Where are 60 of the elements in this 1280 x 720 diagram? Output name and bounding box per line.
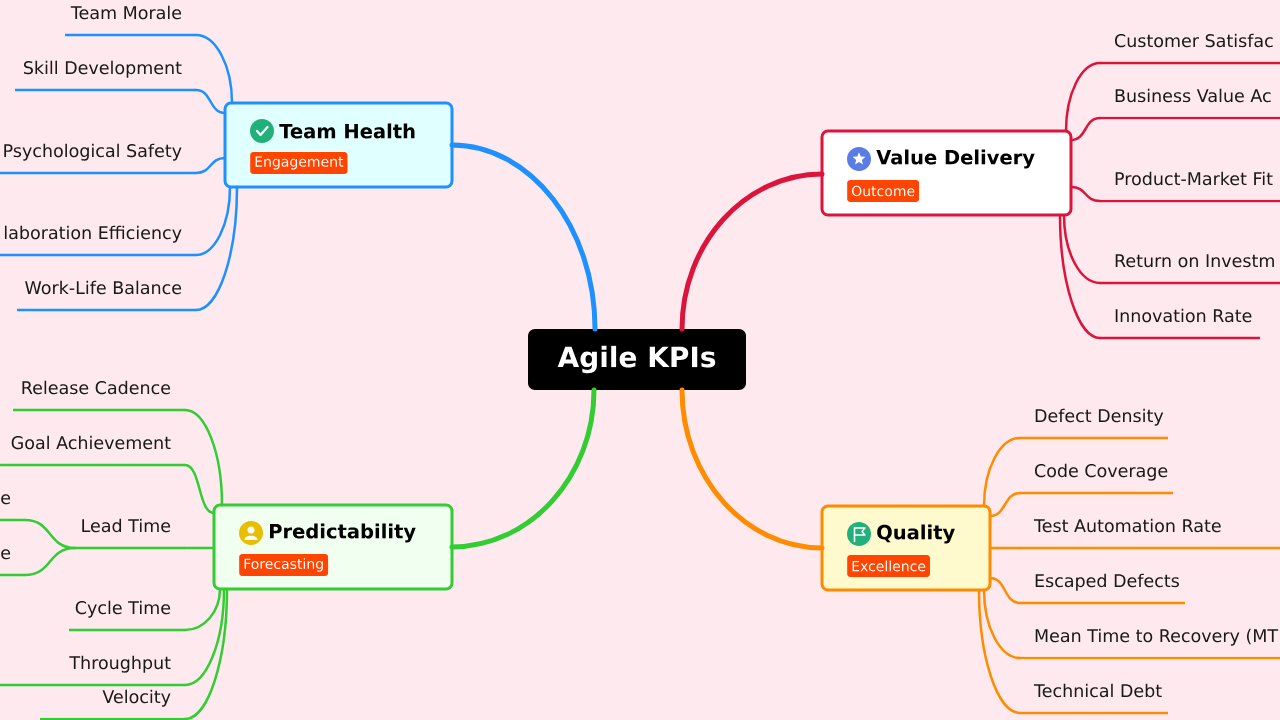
branch-line xyxy=(194,88,227,115)
branch-label: Escaped Defects xyxy=(1020,573,1185,605)
branch-line xyxy=(1058,213,1102,340)
branch-label: Innovation Rate xyxy=(1100,308,1260,340)
branch-line xyxy=(194,185,232,257)
branch-line xyxy=(982,588,1022,660)
branch-line xyxy=(183,463,216,515)
branch-label: Defect Density xyxy=(1020,408,1168,440)
branch-line xyxy=(449,387,597,550)
branch-label: Release Cadence xyxy=(13,380,185,412)
branch-label: Cycle Time xyxy=(69,600,185,632)
branch-label: Business Value Ac xyxy=(1100,88,1280,120)
branch-line xyxy=(988,546,1022,550)
topic-title: Predictability xyxy=(270,523,416,543)
branch-line xyxy=(449,142,598,332)
branch-label: Mean Time to Recovery (MT xyxy=(1020,628,1280,660)
branch-line xyxy=(183,587,229,720)
branch-line xyxy=(679,171,825,332)
branch-line xyxy=(679,387,825,551)
branch-line xyxy=(194,185,239,312)
badge: Engagement xyxy=(250,152,348,174)
branch-line xyxy=(183,408,224,507)
branch-line xyxy=(988,491,1022,518)
topic-title: Value Delivery xyxy=(876,149,1035,169)
branch-label: Throughput xyxy=(0,655,185,687)
central-topic-box: Agile KPIs xyxy=(528,329,746,390)
branch-line xyxy=(23,546,77,577)
branch-label: Return on Investm xyxy=(1100,254,1280,285)
branch-label: Lead Time xyxy=(75,518,185,550)
branch-label: Code Coverage xyxy=(1020,463,1173,495)
branch-label: e xyxy=(0,549,25,577)
branch-label: laboration Efficiency xyxy=(0,225,196,257)
branch-label: Technical Debt xyxy=(1020,683,1168,715)
branch-label: Team Morale xyxy=(65,5,196,37)
topic-title: Team Health xyxy=(279,123,415,139)
branch-label: Velocity xyxy=(40,689,185,720)
badge: Forecasting xyxy=(239,554,329,576)
branch-label: Test Automation Rate xyxy=(1020,518,1280,550)
branch-label: Product-Market Fit xyxy=(1100,171,1280,203)
branch-line xyxy=(183,546,216,550)
branch-label: Psychological Safety xyxy=(0,143,196,175)
branch-label: Work-Life Balance xyxy=(17,280,196,312)
badge: Outcome xyxy=(847,180,920,202)
branch-line xyxy=(982,436,1022,508)
branch-line xyxy=(1069,116,1102,142)
branch-line xyxy=(1069,185,1102,203)
branch-label: Customer Satisfac xyxy=(1100,33,1280,65)
branch-line xyxy=(1062,213,1102,285)
branch-line xyxy=(183,587,226,687)
branch-line xyxy=(988,576,1022,605)
branch-line xyxy=(194,156,227,175)
topic-title: Quality xyxy=(877,524,955,544)
branch-line xyxy=(977,588,1022,715)
badge: Excellence xyxy=(847,555,930,577)
branch-line xyxy=(1064,61,1102,133)
branch-line xyxy=(183,587,222,632)
branch-label: e xyxy=(0,494,25,522)
branch-label: Goal Achievement xyxy=(0,435,185,467)
branch-line xyxy=(194,33,234,105)
branch-label: Skill Development xyxy=(15,60,196,92)
